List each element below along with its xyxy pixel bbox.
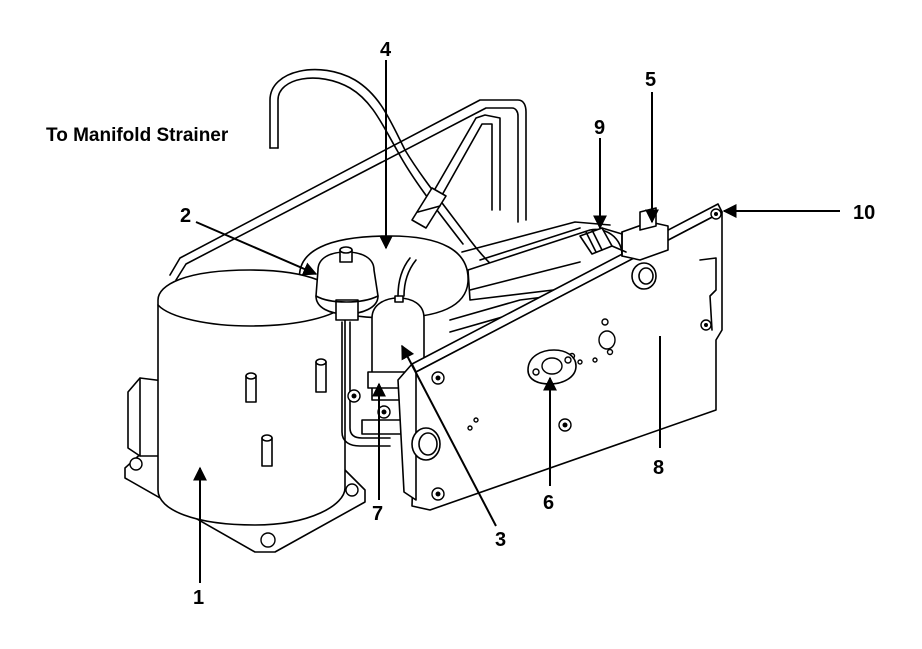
compressor (124, 269, 366, 553)
mounting-nuts (347, 389, 391, 419)
callout-4: 4 (380, 39, 392, 61)
callout-5: 5 (645, 69, 656, 91)
callout-10: 10 (853, 202, 875, 224)
manifold-strainer-caption: To Manifold Strainer (46, 125, 229, 146)
callout-7: 7 (372, 503, 383, 525)
callout-6: 6 (543, 492, 554, 514)
callout-2: 2 (180, 205, 191, 227)
leader-2 (195, 221, 318, 276)
callout-9: 9 (594, 117, 605, 139)
mounting-plate (397, 203, 723, 511)
service-valve (579, 207, 669, 261)
filter-drier (411, 187, 447, 229)
callout-1: 1 (193, 587, 204, 609)
leader-3 (401, 344, 497, 527)
callout-8: 8 (653, 457, 664, 479)
leader-lines (193, 60, 840, 583)
suction-tube (341, 321, 391, 447)
pressure-control (315, 246, 379, 321)
frame-tubing (169, 99, 527, 281)
manifold-tube (269, 68, 521, 286)
callout-3: 3 (495, 529, 506, 551)
